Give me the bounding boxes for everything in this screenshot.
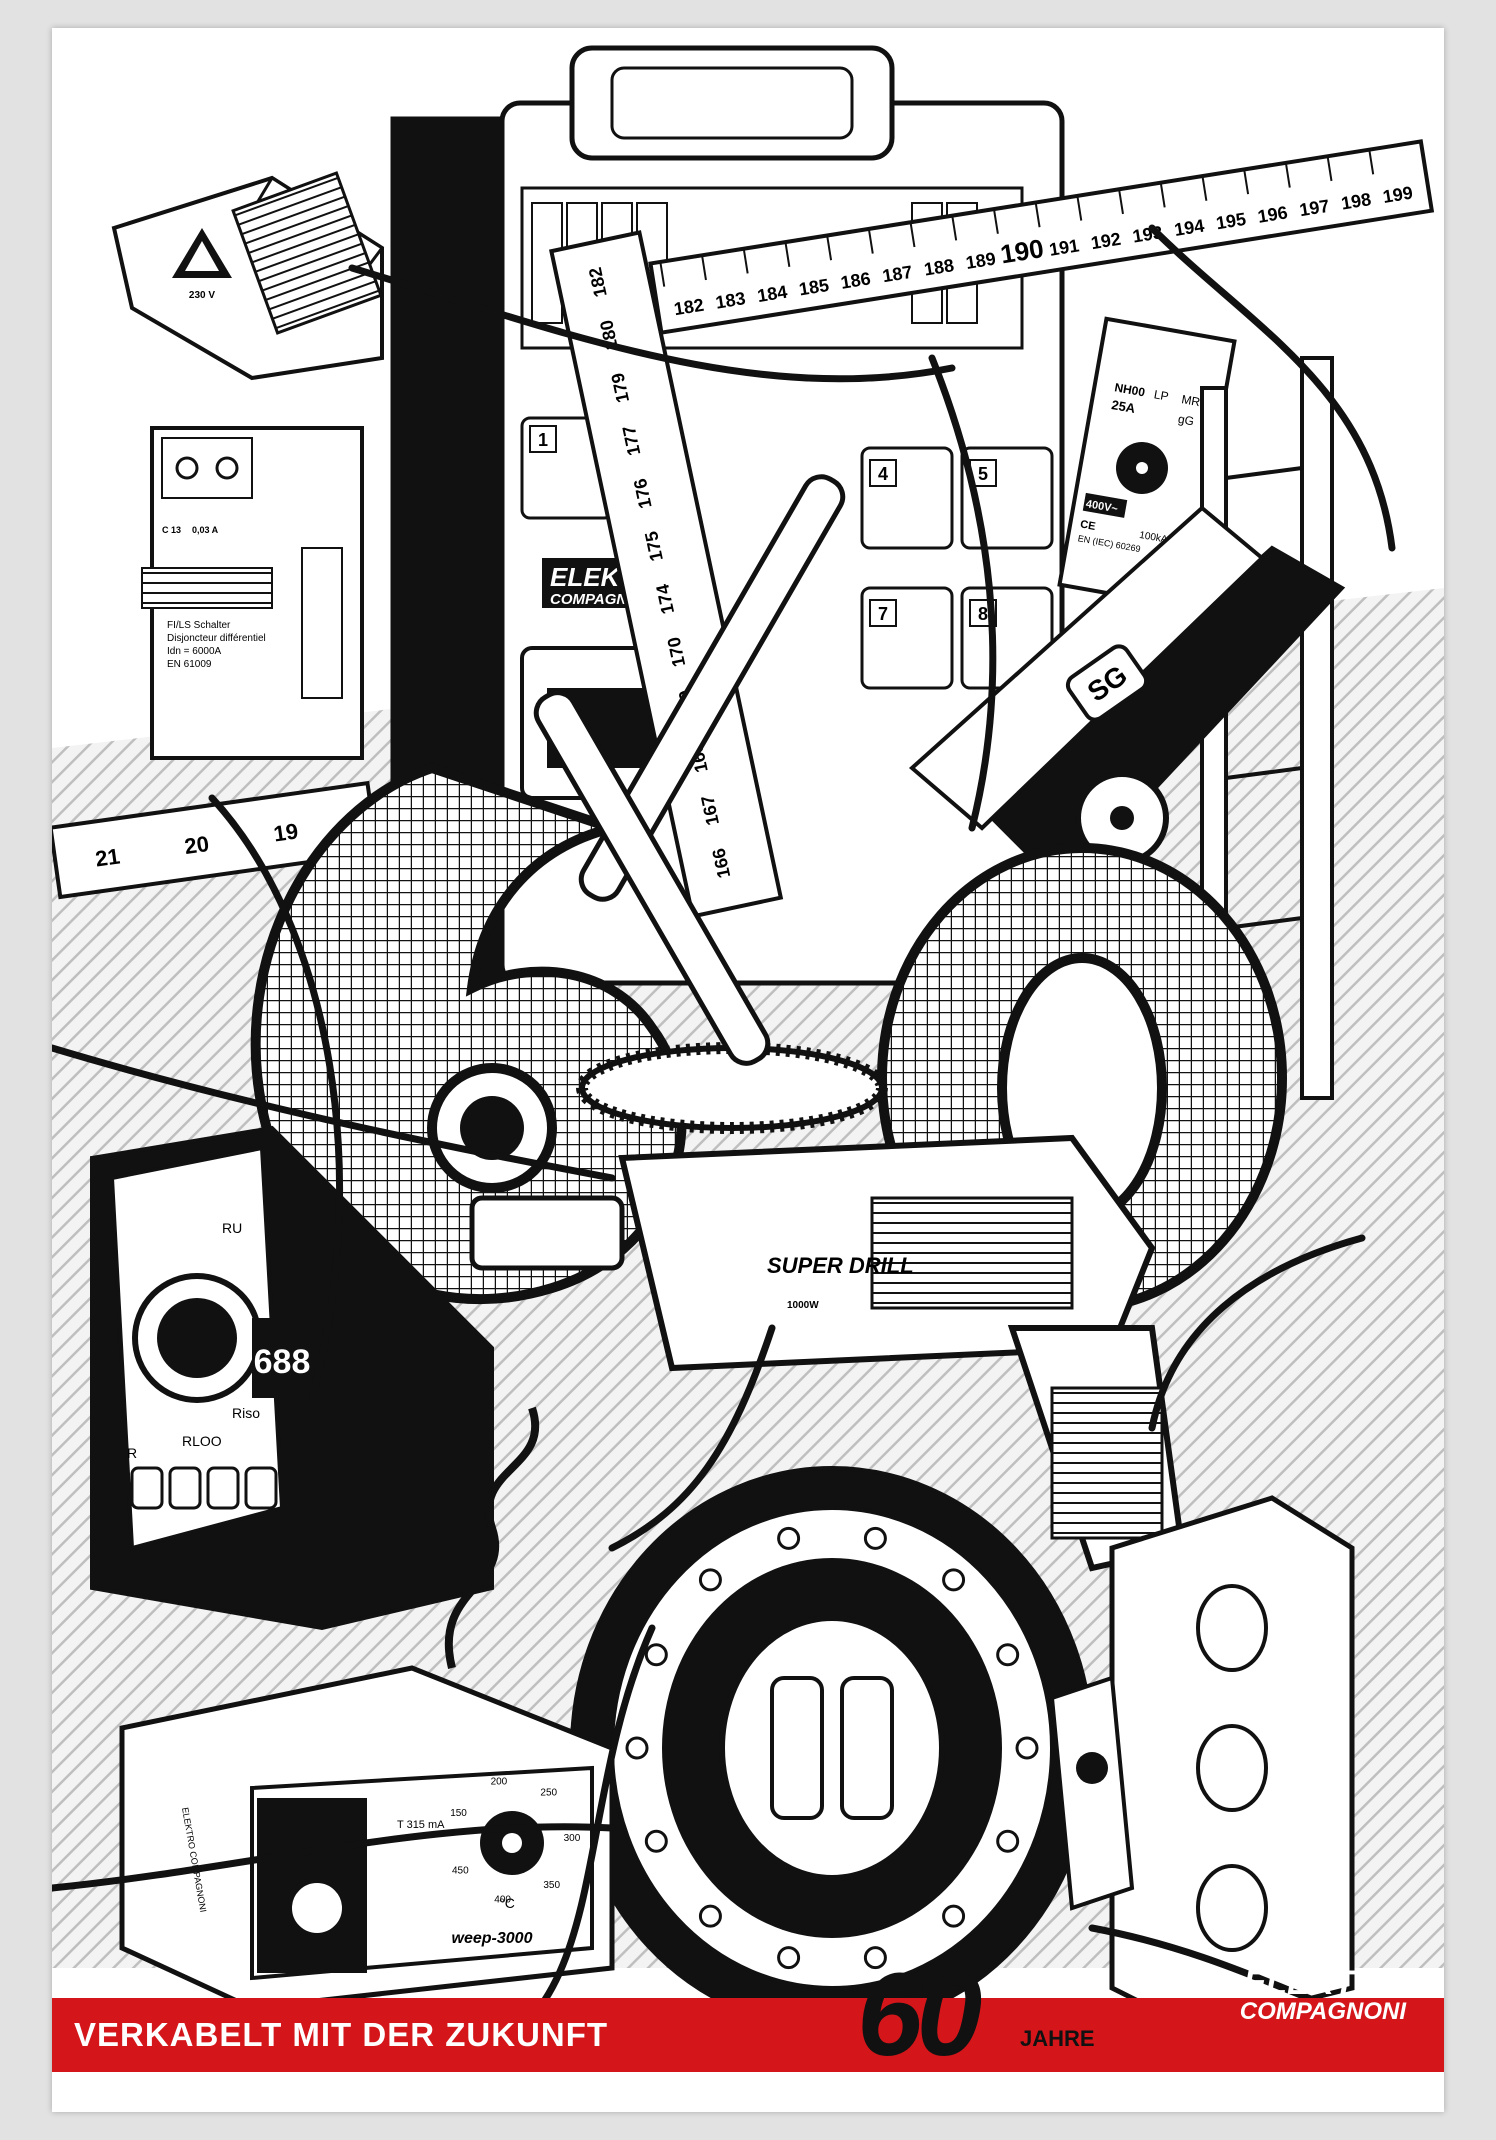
- circuit-breaker: C 13 0,03 A FI/LS Schalter Disjoncteur d…: [141, 426, 364, 760]
- ruler-top-number: 182: [672, 295, 705, 319]
- reel-bolt: [942, 1904, 966, 1928]
- socket-number-8: 8: [978, 604, 988, 624]
- breaker-model: C 13: [162, 525, 181, 535]
- reel-bolt: [1015, 1736, 1039, 1760]
- breaker-line-2: Disjoncteur différentiel: [167, 633, 266, 644]
- socket-number-7: 7: [878, 604, 888, 624]
- drill-power: 1000W: [787, 1300, 819, 1311]
- anniversary-word: JAHRE: [1020, 2026, 1095, 2051]
- reel-bolt: [644, 1643, 668, 1667]
- footer-band: [52, 1998, 1444, 2072]
- meccano-strip: [533, 474, 846, 1066]
- pliers: SG: [908, 505, 1346, 891]
- station-scale-number: 450: [452, 1866, 469, 1877]
- breaker-line-4: EN 61009: [167, 659, 212, 670]
- reel-bolt: [863, 1526, 887, 1550]
- reel-bolt: [777, 1526, 801, 1550]
- poster: 1 4 5 7 8 ELEKTRO COMPAGNONI 230 V C 13 …: [52, 28, 1444, 2112]
- reel-bolt: [625, 1736, 649, 1760]
- station-scale-number: 200: [491, 1776, 508, 1787]
- ruler-top-number: 199: [1381, 183, 1414, 207]
- ruler-top-number: 197: [1298, 196, 1331, 220]
- ruler-top-number: 190: [998, 233, 1046, 269]
- warning-plug: 230 V: [111, 171, 385, 381]
- drill: SUPER DRILL 1000W: [469, 1134, 1186, 1572]
- socket-number-1: 1: [538, 430, 548, 450]
- fuse-current: 25A: [1110, 397, 1137, 416]
- illustration: 1 4 5 7 8 ELEKTRO COMPAGNONI 230 V C 13 …: [52, 45, 1444, 2062]
- station-fuse: T 315 mA: [397, 1819, 445, 1831]
- power-strip: [1049, 1495, 1355, 2031]
- brand-sub: COMPAGNONI: [1239, 1998, 1406, 2025]
- reel-bolt: [698, 1568, 722, 1592]
- ruler-top-number: 186: [839, 268, 872, 292]
- slogan: VERKABELT MIT DER ZUKUNFT: [74, 2016, 609, 2053]
- ruler-top-number: 185: [798, 275, 831, 299]
- station-scale-number: 350: [543, 1880, 560, 1891]
- reel-bolt: [996, 1643, 1020, 1667]
- reel-bolt: [644, 1829, 668, 1853]
- reel-bolt: [698, 1904, 722, 1928]
- reel-bolt: [996, 1829, 1020, 1853]
- station-model: weep-3000: [452, 1930, 533, 1947]
- reel-bolt: [777, 1946, 801, 1970]
- fuse-lp: LP: [1153, 387, 1170, 403]
- reel-bolt: [942, 1568, 966, 1592]
- station-scale-number: 300: [564, 1833, 581, 1844]
- socket-number-5: 5: [978, 464, 988, 484]
- brand-name: ELEKTRO: [1243, 1964, 1406, 2002]
- ruler-left-number: 21: [94, 843, 122, 871]
- ruler-top-number: 184: [756, 282, 789, 306]
- breaker-rating: 0,03 A: [192, 525, 219, 535]
- breaker-line-1: FI/LS Schalter: [167, 620, 231, 631]
- fuse-capacity: 100kA: [1138, 530, 1168, 546]
- ruler-top-number: 189: [964, 249, 997, 273]
- ruler-top-number: 196: [1256, 202, 1289, 226]
- ruler-top-number: 191: [1048, 235, 1081, 259]
- station-unit: °C: [499, 1895, 515, 1911]
- plug-voltage: 230 V: [189, 290, 215, 301]
- station-scale-number: 250: [540, 1788, 557, 1799]
- multimeter-label-1: RU: [222, 1220, 242, 1236]
- ruler-left-number: 20: [183, 831, 211, 859]
- multimeter-display: 688: [254, 1343, 311, 1381]
- ruler-left: 21 20 19: [52, 780, 380, 900]
- solder-station: T 315 mA °C weep-3000 ELEKTRO COMPAGNONI…: [119, 1406, 615, 2011]
- socket-number-4: 4: [878, 464, 888, 484]
- ruler-top-number: 192: [1089, 229, 1122, 253]
- ruler-top-number: 187: [881, 262, 914, 286]
- breaker-line-3: Idn = 6000A: [167, 646, 222, 657]
- station-scale-number: 400: [494, 1894, 511, 1905]
- fuse-mr: MR: [1180, 392, 1201, 409]
- ruler-diagonal: 182180179177176175174170169168167166: [549, 230, 784, 919]
- ruler-left-number: 19: [272, 818, 300, 846]
- cable-reel: [570, 1466, 1094, 2030]
- fuse-type: NH00: [1113, 380, 1146, 399]
- gear-ring: [576, 1042, 888, 1134]
- multimeter: 688 RU Riso RLOO R: [90, 1125, 494, 1631]
- fuse-ce: CE: [1079, 518, 1096, 532]
- ruler-top-number: 183: [714, 288, 747, 312]
- multimeter-label-3: RLOO: [182, 1433, 222, 1449]
- ruler-top-number: 195: [1215, 209, 1248, 233]
- fuse-voltage: 400V~: [1085, 498, 1119, 515]
- multimeter-label-2: Riso: [232, 1405, 260, 1421]
- ruler-top-number: 198: [1340, 189, 1373, 213]
- multimeter-label-4: R: [127, 1445, 137, 1461]
- ruler-top-number: 194: [1173, 216, 1206, 240]
- cables: [52, 224, 1444, 2062]
- station-scale-number: 150: [450, 1808, 467, 1819]
- ruler-top-number: 188: [923, 255, 956, 279]
- fuse-class: gG: [1177, 412, 1195, 429]
- reel-bolt: [863, 1946, 887, 1970]
- drill-brand: SUPER DRILL: [767, 1253, 914, 1278]
- anniversary-number: 60: [857, 1949, 982, 2081]
